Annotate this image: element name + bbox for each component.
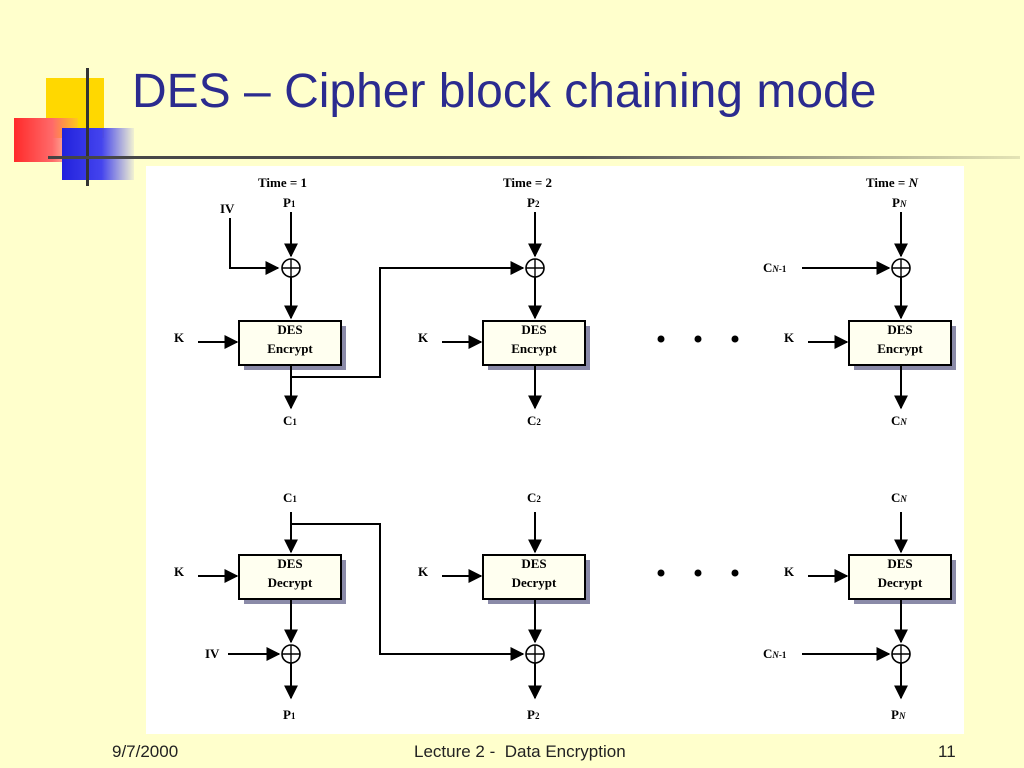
decor-blue-square [62, 128, 134, 180]
cbc-mode-diagram: Time = 1 Time = 2 Time = N P1 IV K DES E… [146, 166, 964, 734]
des-encrypt-box-1: DES Encrypt [238, 320, 346, 370]
svg-text:Encrypt: Encrypt [877, 341, 923, 356]
des-decrypt-box-2: DES Decrypt [482, 554, 590, 604]
svg-text:DES: DES [521, 322, 546, 337]
svg-text:DES: DES [277, 322, 302, 337]
svg-text:Encrypt: Encrypt [511, 341, 557, 356]
svg-text:DES: DES [887, 322, 912, 337]
enc-p2-label: P2 [527, 195, 540, 210]
time-label-n: Time = N [866, 175, 919, 190]
dec-xor-n [891, 644, 911, 664]
dec-ellipsis [657, 569, 739, 577]
enc-pn-label: PN [892, 195, 907, 210]
svg-text:Time = N: Time = N [866, 175, 919, 190]
dec-cn-1-label: CN-1 [763, 646, 787, 661]
enc-p1-label: P1 [283, 195, 296, 210]
svg-text:Time = 1: Time = 1 [258, 175, 307, 190]
dec-k-label-1: K [174, 564, 185, 579]
footer-slide-number: 11 [938, 742, 956, 761]
svg-text:DES: DES [887, 556, 912, 571]
dec-k-label-2: K [418, 564, 429, 579]
enc-xor-2 [525, 258, 545, 278]
svg-text:Decrypt: Decrypt [268, 575, 313, 590]
dec-cn-label: CN [891, 490, 907, 505]
enc-cn-label: CN [891, 413, 907, 428]
enc-c1-label: C1 [283, 413, 297, 428]
dec-p1-label: P1 [283, 707, 296, 722]
enc-ellipsis [657, 335, 739, 343]
footer-lecture-title: Lecture 2 - Data Encryption [414, 742, 626, 761]
svg-text:Encrypt: Encrypt [267, 341, 313, 356]
enc-xor-n [891, 258, 911, 278]
enc-k-label-n: K [784, 330, 795, 345]
dec-p2-label: P2 [527, 707, 540, 722]
des-encrypt-box-n: DES Encrypt [848, 320, 956, 370]
enc-k-label-1: K [174, 330, 185, 345]
svg-text:Decrypt: Decrypt [512, 575, 557, 590]
dec-pn-label: PN [891, 707, 906, 722]
svg-text:DES: DES [277, 556, 302, 571]
time-label-2: Time = 2 [503, 175, 552, 190]
decor-vertical-line [86, 68, 89, 186]
dec-c2-label: C2 [527, 490, 541, 505]
enc-k-label-2: K [418, 330, 429, 345]
footer-date: 9/7/2000 [112, 742, 179, 761]
enc-xor-1 [281, 258, 301, 278]
svg-text:Decrypt: Decrypt [878, 575, 923, 590]
svg-text:Time = 2: Time = 2 [503, 175, 552, 190]
des-encrypt-box-2: DES Encrypt [482, 320, 590, 370]
enc-c2-label: C2 [527, 413, 541, 428]
dec-xor-2 [525, 644, 545, 664]
des-decrypt-box-n: DES Decrypt [848, 554, 956, 604]
slide-title: DES – Cipher block chaining mode [132, 65, 877, 118]
title-underline [48, 156, 1020, 159]
svg-text:DES: DES [521, 556, 546, 571]
dec-k-label-n: K [784, 564, 795, 579]
enc-cn-1-label: CN-1 [763, 260, 787, 275]
des-decrypt-box-1: DES Decrypt [238, 554, 346, 604]
time-label-1: Time = 1 [258, 175, 307, 190]
dec-iv-label: IV [205, 646, 220, 661]
enc-iv-label: IV [220, 201, 235, 216]
dec-c1-label: C1 [283, 490, 297, 505]
dec-xor-1 [281, 644, 301, 664]
